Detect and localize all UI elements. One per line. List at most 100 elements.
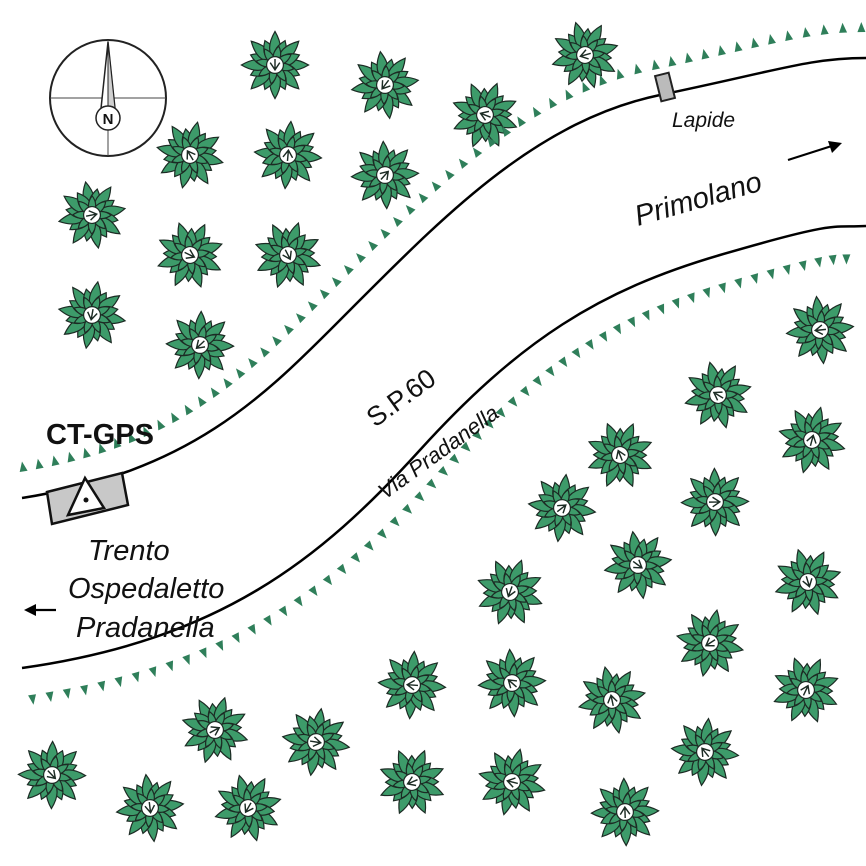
embankment-tick bbox=[545, 365, 555, 377]
tree-icon bbox=[276, 702, 356, 782]
destination-west-label-1: Trento bbox=[88, 535, 170, 567]
embankment-tick bbox=[210, 387, 220, 399]
embankment-tick bbox=[363, 540, 374, 551]
embankment-tick bbox=[308, 585, 318, 596]
tree-icon bbox=[671, 348, 765, 442]
embankment-tick bbox=[319, 289, 330, 300]
embankment-tick bbox=[685, 52, 693, 64]
embankment-tick bbox=[171, 412, 180, 424]
embankment-tick bbox=[495, 407, 506, 418]
embankment-tick bbox=[487, 136, 497, 148]
embankment-tick bbox=[458, 158, 469, 169]
embankment-tick bbox=[549, 97, 558, 109]
embankment-tick bbox=[641, 309, 650, 321]
embankment-tick bbox=[445, 169, 455, 181]
embankment-tick bbox=[260, 347, 270, 358]
tree-icon bbox=[242, 209, 334, 301]
embankment-tick bbox=[148, 666, 157, 678]
embankment-tick bbox=[336, 563, 347, 574]
tree-icon bbox=[589, 776, 661, 848]
embankment-tick bbox=[532, 375, 542, 386]
embankment-tick bbox=[718, 45, 726, 56]
road-edge-south bbox=[21, 224, 866, 670]
embankment-tick bbox=[28, 694, 36, 705]
embankment-tick bbox=[616, 68, 625, 80]
tree-icon bbox=[111, 769, 189, 847]
embankment-tick bbox=[627, 316, 636, 328]
embankment-tick bbox=[472, 147, 483, 158]
tree-icon bbox=[782, 292, 858, 368]
embankment-tick bbox=[820, 24, 829, 35]
embankment-tick bbox=[235, 368, 246, 379]
embankment-tick bbox=[842, 254, 851, 265]
embankment-tick bbox=[293, 595, 303, 607]
tree-icon bbox=[575, 410, 665, 500]
embankment-tick bbox=[389, 516, 400, 527]
compass-rose-icon: N bbox=[49, 39, 167, 157]
embankment-tick bbox=[582, 81, 591, 93]
embankment-tick bbox=[67, 451, 76, 463]
embankment-tick bbox=[272, 336, 282, 347]
tree-icon bbox=[514, 460, 610, 556]
embankment-tick bbox=[785, 30, 794, 41]
embankment-tick bbox=[19, 461, 28, 473]
embankment-tick bbox=[798, 260, 807, 272]
tree-icon bbox=[240, 30, 310, 100]
embankment-tick bbox=[157, 419, 166, 431]
embankment-tick bbox=[828, 254, 837, 266]
tree-icon bbox=[52, 275, 132, 355]
embankment-tick bbox=[231, 632, 240, 643]
embankment-tick bbox=[585, 339, 594, 350]
embankment-tick bbox=[565, 89, 574, 101]
tree-icon bbox=[770, 398, 854, 482]
embankment-tick bbox=[368, 241, 379, 251]
embankment-tick bbox=[393, 216, 403, 227]
embankment-tick bbox=[143, 426, 152, 438]
embankment-tick bbox=[402, 503, 413, 514]
embankment-tick bbox=[802, 27, 811, 38]
embankment-tick bbox=[343, 265, 354, 276]
road-edge-north bbox=[21, 56, 866, 500]
embankment-tick bbox=[702, 287, 711, 299]
embankment-tick bbox=[814, 256, 823, 268]
embankment-tick bbox=[263, 615, 272, 626]
embankment-tick bbox=[80, 684, 88, 696]
tree-icon bbox=[201, 761, 295, 855]
embankment-tick bbox=[532, 106, 542, 118]
embankment-tick bbox=[437, 465, 449, 476]
tree-icon bbox=[51, 174, 133, 256]
embankment-tick bbox=[295, 313, 306, 324]
embankment-tick bbox=[223, 378, 233, 389]
embankment-tick bbox=[215, 640, 224, 651]
embankment-tick bbox=[356, 253, 366, 264]
gps-station-marker bbox=[45, 471, 130, 526]
embankment-tick bbox=[839, 22, 848, 33]
embankment-tick bbox=[131, 671, 140, 683]
tree-icon bbox=[466, 548, 554, 636]
tree-icon bbox=[375, 648, 449, 722]
embankment-tick bbox=[278, 605, 288, 617]
embankment-tick bbox=[198, 647, 207, 659]
embankment-tick bbox=[502, 126, 512, 137]
embankment-tick bbox=[519, 385, 530, 397]
landmark-label: Lapide bbox=[672, 109, 735, 132]
embankment-tick bbox=[51, 455, 60, 467]
embankment-tick bbox=[734, 277, 742, 289]
embankment-tick bbox=[62, 688, 71, 699]
embankment-tick bbox=[405, 204, 416, 216]
embankment-tick bbox=[45, 691, 54, 702]
embankment-tick bbox=[197, 396, 207, 407]
embankment-tick bbox=[184, 404, 194, 416]
embankment-tick bbox=[701, 48, 710, 60]
embankment-tick bbox=[656, 303, 665, 315]
embankment-tick bbox=[182, 654, 190, 665]
north-label: N bbox=[103, 111, 114, 128]
embankment-tick bbox=[751, 37, 760, 49]
embankment-tick bbox=[98, 443, 107, 454]
tree-icon bbox=[337, 37, 433, 133]
embankment-tick bbox=[322, 574, 333, 586]
embankment-tick bbox=[35, 458, 44, 470]
embankment-tick bbox=[114, 676, 123, 688]
tree-icon bbox=[367, 737, 457, 827]
arrow-left-icon bbox=[24, 604, 56, 616]
